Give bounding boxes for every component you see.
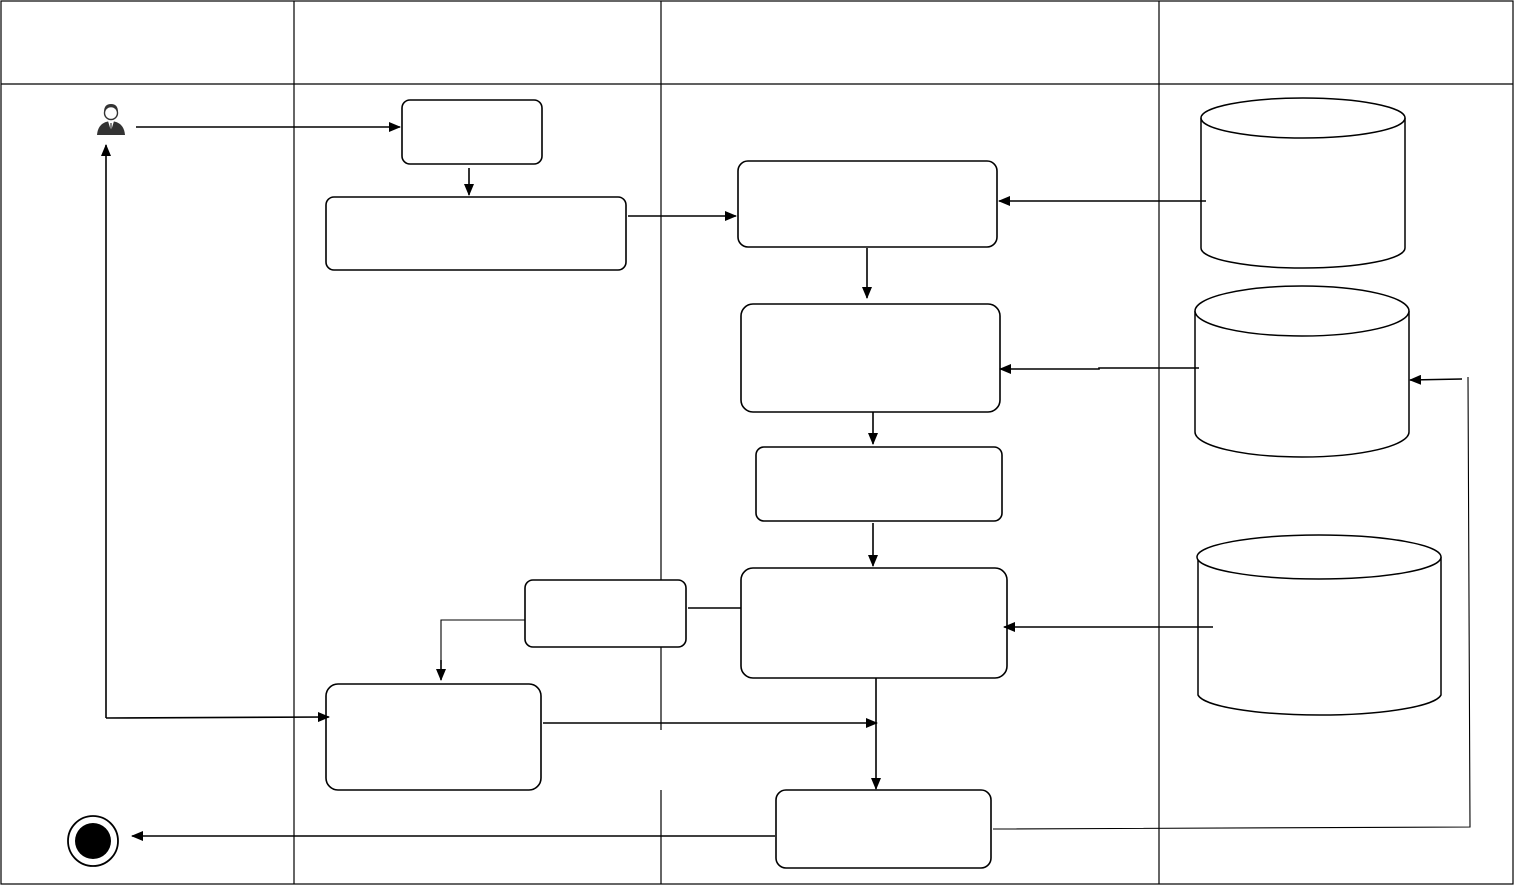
arrow-node-9-to-db-2 xyxy=(1409,374,1463,385)
activity-node-9 xyxy=(775,789,992,869)
activity-node-3 xyxy=(737,160,998,248)
link-node-9-to-db-2 xyxy=(992,376,1471,830)
database-1 xyxy=(1200,97,1406,269)
activity-node-4 xyxy=(740,303,1001,413)
connectors xyxy=(101,122,1471,841)
database-2 xyxy=(1194,285,1410,458)
final-node-icon xyxy=(67,815,119,867)
user-avatar-icon xyxy=(97,104,125,135)
link-node-7-to-node-8 xyxy=(440,619,525,664)
activity-node-6 xyxy=(740,567,1008,679)
activity-node-7 xyxy=(524,579,687,648)
database-3 xyxy=(1196,534,1442,716)
arrow-db-2-to-node-4 xyxy=(999,364,1199,374)
activity-node-5 xyxy=(755,446,1003,522)
activity-node-8 xyxy=(325,683,542,791)
activity-node-1 xyxy=(401,99,543,165)
arrow-loop-to-node-8 xyxy=(105,712,330,723)
activity-node-2 xyxy=(325,196,627,271)
